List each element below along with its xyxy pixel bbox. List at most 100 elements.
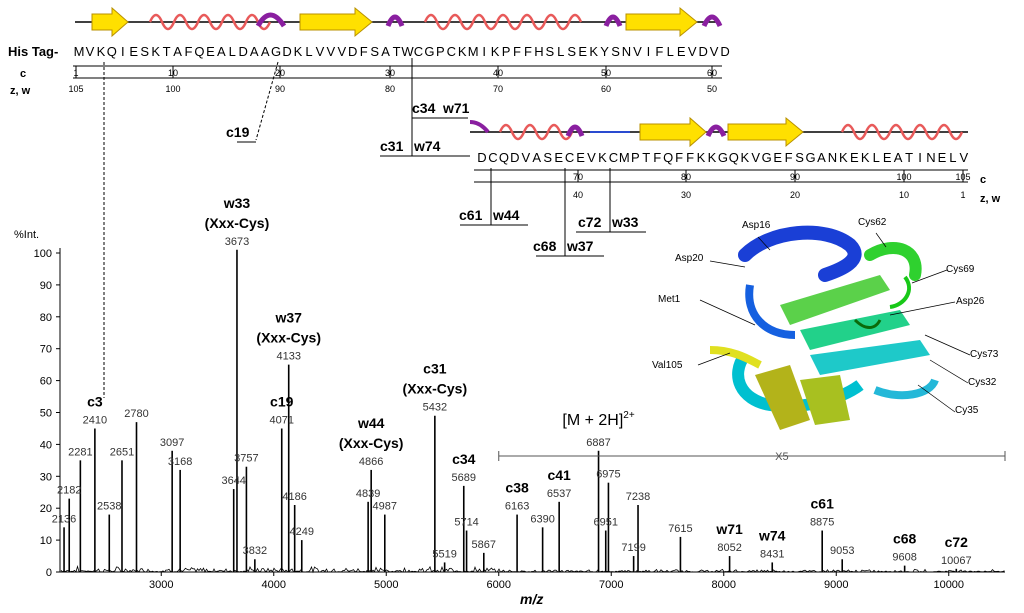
row2-residue: C bbox=[609, 150, 618, 165]
row1-residue: L bbox=[229, 44, 236, 59]
structure-label-asp16: Asp16 bbox=[742, 220, 771, 231]
row2-residue: E bbox=[576, 150, 585, 165]
peak-mz-label: 4987 bbox=[373, 501, 397, 513]
row1-residue: Q bbox=[194, 44, 204, 59]
peak-mz-label: 4839 bbox=[356, 488, 380, 500]
c-tick-label: 50 bbox=[601, 68, 611, 78]
row2-residue: G bbox=[805, 150, 815, 165]
cleavage-c31: c31 bbox=[380, 138, 404, 154]
row2-residue: C bbox=[488, 150, 497, 165]
peak-mz-label: 2538 bbox=[97, 501, 121, 513]
row1-residue: P bbox=[436, 44, 445, 59]
fragment-ion-label: w37 bbox=[274, 310, 302, 326]
row1-residue: G bbox=[271, 44, 281, 59]
row2-residue: F bbox=[675, 150, 683, 165]
row2-residue: Q bbox=[729, 150, 739, 165]
row1-residue: A bbox=[173, 44, 182, 59]
y-tick-label: 50 bbox=[40, 408, 52, 420]
y-tick-label: 80 bbox=[40, 312, 52, 324]
structure-label-cy35: Cy35 bbox=[955, 405, 979, 416]
peak-mz-label: 5519 bbox=[432, 548, 456, 560]
y-tick-label: 10 bbox=[40, 535, 52, 547]
c-tick-label: 100 bbox=[896, 172, 911, 182]
peak-mz-label: 4071 bbox=[269, 414, 293, 426]
row1-residue: D bbox=[698, 44, 707, 59]
row1-residue: T bbox=[393, 44, 401, 59]
peak-mz-label: 8431 bbox=[760, 548, 784, 560]
row1-residue: K bbox=[458, 44, 467, 59]
fragment-ion-label: c68 bbox=[893, 531, 917, 547]
row1-residue: M bbox=[74, 44, 85, 59]
row1-residue: W bbox=[401, 44, 414, 59]
row2-residue: V bbox=[587, 150, 596, 165]
row1-residue: K bbox=[491, 44, 500, 59]
row2-residue: V bbox=[959, 150, 968, 165]
row2-residue: A bbox=[817, 150, 826, 165]
row1-residue: A bbox=[217, 44, 226, 59]
row2-residue: C bbox=[565, 150, 574, 165]
zw-tick-label: 90 bbox=[275, 84, 285, 94]
structure-label-cys73: Cys73 bbox=[970, 349, 999, 360]
loop-icon bbox=[565, 124, 585, 137]
protein-structure-image bbox=[697, 225, 971, 430]
row1-residue: P bbox=[502, 44, 511, 59]
row2-residue: V bbox=[521, 150, 530, 165]
x-tick-label: 5000 bbox=[374, 579, 398, 591]
peak-mz-label: 6975 bbox=[596, 469, 620, 481]
y-tick-label: 30 bbox=[40, 471, 52, 483]
peak-mz-label: 7238 bbox=[626, 491, 650, 503]
row1-residue: V bbox=[327, 44, 336, 59]
row1-residue: H bbox=[534, 44, 543, 59]
peak-mz-label: 2182 bbox=[57, 485, 81, 497]
row1-residue: Y bbox=[600, 44, 609, 59]
x-tick-label: 4000 bbox=[262, 579, 286, 591]
row1-residue: I bbox=[482, 44, 486, 59]
zw-tick-label: 1 bbox=[960, 190, 965, 200]
peak-mz-label: 2651 bbox=[110, 446, 134, 458]
y-tick-label: 60 bbox=[40, 376, 52, 388]
peak-mz-label: 3673 bbox=[225, 236, 249, 248]
peak-mz-label: 7615 bbox=[668, 523, 692, 535]
row2-residue: E bbox=[554, 150, 563, 165]
peak-mz-label: 6951 bbox=[593, 517, 617, 529]
c-tick-label: 10 bbox=[168, 68, 178, 78]
c-tick-label: 1 bbox=[73, 68, 78, 78]
row1-residue: F bbox=[524, 44, 532, 59]
row1-residue: L bbox=[305, 44, 312, 59]
zw-tick-label: 10 bbox=[899, 190, 909, 200]
alpha-helix-icon bbox=[423, 13, 583, 31]
x-tick-label: 6000 bbox=[487, 579, 511, 591]
row2-residue: Q bbox=[663, 150, 673, 165]
row1-residue: C bbox=[447, 44, 456, 59]
structure-label-cys32: Cys32 bbox=[968, 377, 997, 388]
row2-residue: N bbox=[926, 150, 935, 165]
row1-residue: F bbox=[360, 44, 368, 59]
zw-axis-label: z, w bbox=[10, 85, 31, 97]
row1-residue: Q bbox=[107, 44, 117, 59]
peak-mz-label: 6163 bbox=[505, 501, 529, 513]
structure-label-val105: Val105 bbox=[652, 360, 683, 371]
y-tick-label: 0 bbox=[46, 567, 52, 579]
row1-residue: K bbox=[294, 44, 303, 59]
row2-residue: K bbox=[839, 150, 848, 165]
row2-residue: F bbox=[653, 150, 661, 165]
peak-mz-label: 8052 bbox=[717, 542, 741, 554]
peak-mz-label: 3168 bbox=[168, 456, 192, 468]
structure-label-cys69: Cys69 bbox=[946, 264, 975, 275]
zoom-factor-label: X5 bbox=[775, 451, 788, 463]
row1-residue: E bbox=[578, 44, 587, 59]
row2-residue: L bbox=[873, 150, 880, 165]
peak-mz-label: 6537 bbox=[547, 488, 571, 500]
row1-residue: K bbox=[97, 44, 106, 59]
row2-residue: I bbox=[918, 150, 922, 165]
cleavage-c34: c34 bbox=[412, 100, 436, 116]
row1-residue: I bbox=[121, 44, 125, 59]
c-tick-label: 40 bbox=[493, 68, 503, 78]
fragment-modifier-label: (Xxx-Cys) bbox=[205, 215, 270, 231]
row2-residue: T bbox=[642, 150, 650, 165]
fragment-ion-label: w44 bbox=[357, 415, 385, 431]
loop-icon bbox=[603, 14, 623, 27]
zw-tick-label: 60 bbox=[601, 84, 611, 94]
cleavage-w71: w71 bbox=[442, 100, 470, 116]
